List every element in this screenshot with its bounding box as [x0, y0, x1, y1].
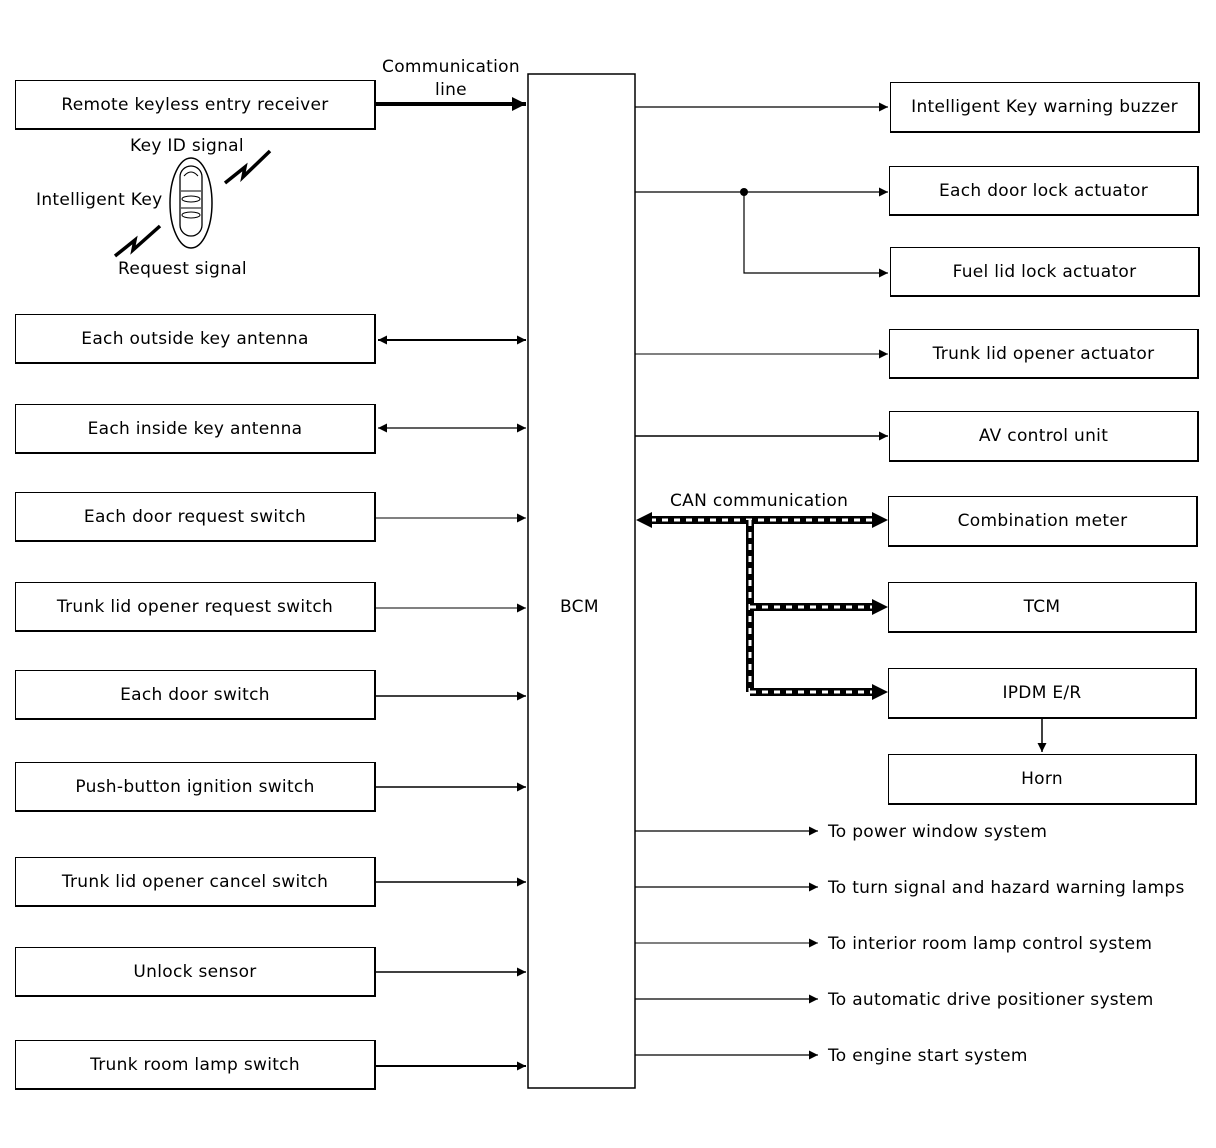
- key-id-signal-icon: [223, 149, 272, 185]
- intelligent-key-icon: [169, 157, 213, 249]
- key-id-signal-label: Key ID signal: [130, 136, 244, 156]
- output-intelligent-key-warning-buzzer: Intelligent Key warning buzzer: [890, 82, 1200, 133]
- input-door-request-switch: Each door request switch: [15, 492, 376, 542]
- output-fuel-lid-lock-actuator: Fuel lid lock actuator: [890, 247, 1200, 297]
- output-tcm: TCM: [888, 582, 1197, 633]
- request-signal-label: Request signal: [118, 259, 247, 279]
- can-communication-label: CAN communication: [670, 491, 849, 511]
- request-signal-icon: [113, 224, 162, 258]
- bcm-box: [527, 73, 636, 1089]
- input-outside-key-antenna: Each outside key antenna: [15, 314, 376, 364]
- communication-line-label-1: Communication: [382, 57, 520, 77]
- system-interior-room-lamp: To interior room lamp control system: [828, 934, 1153, 954]
- output-combination-meter: Combination meter: [888, 496, 1198, 547]
- system-power-window: To power window system: [828, 822, 1048, 842]
- communication-line-label: Communication line: [376, 56, 526, 102]
- output-trunk-lid-opener-actuator: Trunk lid opener actuator: [889, 329, 1199, 379]
- output-horn: Horn: [888, 754, 1197, 805]
- input-inside-key-antenna: Each inside key antenna: [15, 404, 376, 454]
- input-trunk-lid-opener-cancel-switch: Trunk lid opener cancel switch: [15, 857, 376, 907]
- intelligent-key-label: Intelligent Key: [36, 190, 163, 210]
- input-door-switch: Each door switch: [15, 670, 376, 720]
- system-turn-signal-hazard: To turn signal and hazard warning lamps: [828, 878, 1185, 898]
- input-remote-keyless-entry-receiver: Remote keyless entry receiver: [15, 80, 376, 130]
- bcm-label: BCM: [560, 597, 599, 617]
- system-drive-positioner: To automatic drive positioner system: [828, 990, 1154, 1010]
- output-door-lock-actuator: Each door lock actuator: [889, 166, 1199, 216]
- system-engine-start: To engine start system: [828, 1046, 1028, 1066]
- line-fuel-lid: [743, 192, 888, 278]
- input-trunk-lid-opener-request-switch: Trunk lid opener request switch: [15, 582, 376, 632]
- input-push-button-ignition-switch: Push-button ignition switch: [15, 762, 376, 812]
- input-trunk-room-lamp-switch: Trunk room lamp switch: [15, 1040, 376, 1090]
- output-ipdm-er: IPDM E/R: [888, 668, 1197, 719]
- communication-line-label-2: line: [435, 80, 467, 100]
- can-bus: [636, 512, 888, 700]
- input-unlock-sensor: Unlock sensor: [15, 947, 376, 997]
- output-av-control-unit: AV control unit: [889, 411, 1199, 462]
